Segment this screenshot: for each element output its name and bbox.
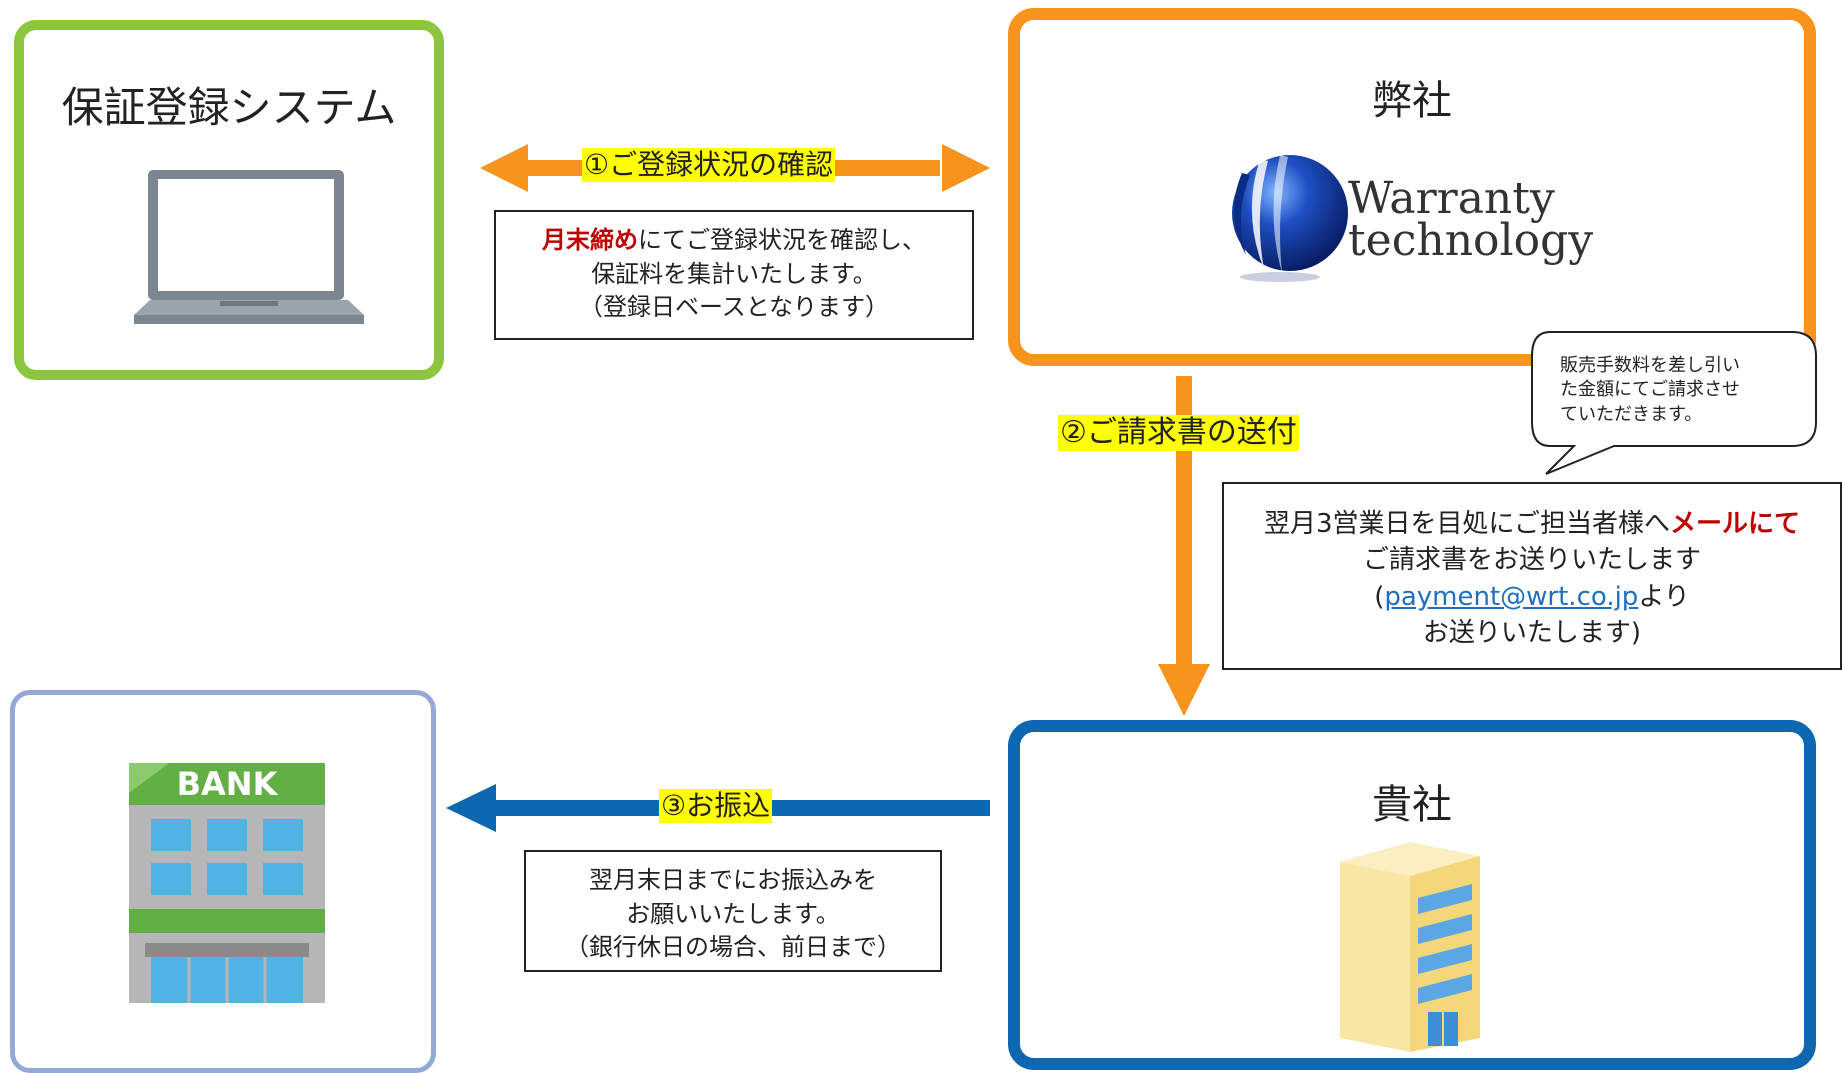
company-box: 弊社 Warranty technology: [1008, 8, 1816, 366]
step2-note-emphasis: メールにて: [1670, 509, 1801, 539]
step2-note-line3: より: [1638, 581, 1690, 612]
step3-note: 翌月末日までにお振込みを お願いいたします。 （銀行休日の場合、前日まで）: [524, 850, 942, 972]
bank-building-icon: BANK: [129, 763, 325, 1003]
laptop-icon: [134, 170, 364, 324]
registration-system-title: 保証登録システム: [61, 83, 397, 132]
step2-note: 翌月3営業日を目処にご担当者様へメールにて ご請求書をお送りいたします (pay…: [1222, 482, 1842, 670]
step2-note-line2: ご請求書をお送りいたします: [1362, 545, 1701, 576]
bubble-line3: ていただきます。: [1560, 403, 1703, 425]
step3-label: ③お振込: [659, 789, 773, 823]
speech-bubble: [1531, 331, 1817, 475]
registration-system-box: 保証登録システム: [14, 20, 444, 380]
step2-label: ②ご請求書の送付: [1058, 415, 1299, 451]
step2-note-line4: お送りいたします): [1422, 618, 1642, 649]
bank-sign: BANK: [177, 765, 279, 803]
step3-note-line3: （銀行休日の場合、前日まで）: [565, 933, 901, 962]
logo-line2: technology: [1348, 215, 1593, 266]
bank-box: BANK: [10, 690, 436, 1073]
step3-note-line1: 翌月末日までにお振込みを: [589, 866, 877, 894]
step2-note-line1: 翌月3営業日を目処にご担当者様へ: [1263, 509, 1670, 539]
step3-note-line2: お願いいたします。: [626, 899, 840, 928]
step1-note-line3: （登録日ベースとなります）: [578, 293, 890, 322]
step1-note-line1: にてご登録状況を確認し、: [638, 226, 926, 254]
client-title: 貴社: [1372, 782, 1452, 828]
step1-note: 月末締めにてご登録状況を確認し、 保証料を集計いたします。 （登録日ベースとなり…: [494, 210, 974, 340]
bubble-line2: た金額にてご請求させ: [1560, 379, 1740, 401]
step1-note-line2: 保証料を集計いたします。: [591, 259, 877, 288]
step1-label: ①ご登録状況の確認: [582, 148, 836, 182]
payment-email-link[interactable]: payment@wrt.co.jp: [1384, 581, 1639, 612]
speech-bubble-text: 販売手数料を差し引い た金額にてご請求させ ていただきます。: [1560, 354, 1800, 427]
office-building-icon: [1340, 842, 1480, 1052]
client-box: 貴社: [1008, 720, 1816, 1070]
logo-line1: Warranty: [1348, 173, 1555, 224]
step1-note-emphasis: 月末締め: [542, 226, 638, 254]
company-title: 弊社: [1372, 78, 1452, 124]
step2-note-paren-open: (: [1374, 581, 1385, 612]
bubble-line1: 販売手数料を差し引い: [1560, 355, 1740, 376]
warranty-technology-logo: Warranty technology: [1232, 155, 1593, 282]
